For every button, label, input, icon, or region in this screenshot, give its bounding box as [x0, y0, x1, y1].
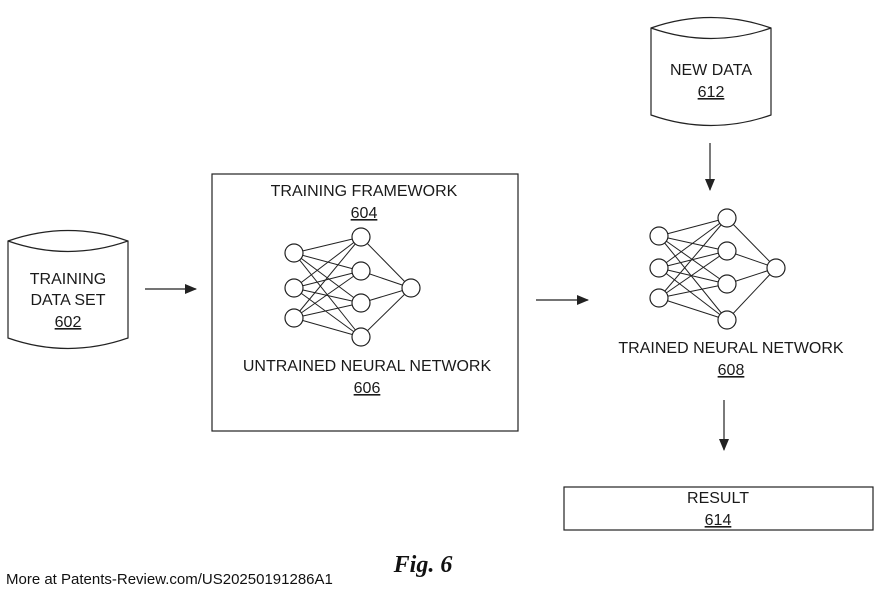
network-connection [658, 235, 728, 321]
new-data-cylinder: NEW DATA 612 [650, 16, 772, 127]
network-node [717, 208, 737, 228]
network-connection [360, 236, 412, 289]
trained-network-label: TRAINED NEURAL NETWORK [618, 340, 844, 357]
untrained-network-label: UNTRAINED NEURAL NETWORK [243, 358, 492, 375]
network-node [717, 241, 737, 261]
network-connection [658, 250, 728, 299]
network-connection [293, 287, 362, 338]
network-node [284, 308, 304, 328]
network-connection [293, 317, 362, 338]
result-box: RESULT 614 [563, 486, 874, 531]
network-node [351, 261, 371, 281]
network-connection [658, 283, 728, 299]
training-data-label-line2: DATA SET [31, 292, 106, 309]
result-label: RESULT [687, 490, 749, 507]
network-connection [293, 270, 362, 319]
network-node [284, 243, 304, 263]
network-node [351, 327, 371, 347]
network-node [351, 293, 371, 313]
network-connection [293, 236, 362, 289]
network-node [649, 226, 669, 246]
untrained-neural-network-graphic [284, 227, 421, 347]
trained-network-ref: 608 [718, 362, 745, 379]
network-node [649, 288, 669, 308]
network-node [766, 258, 786, 278]
network-connection [658, 267, 728, 285]
new-data-ref: 612 [698, 84, 725, 101]
untrained-network-ref: 606 [354, 380, 381, 397]
network-connection [293, 236, 362, 319]
network-connection [658, 297, 728, 321]
trained-neural-network-graphic [649, 208, 786, 330]
network-connection [293, 302, 362, 319]
source-footer: More at Patents-Review.com/US20250191286… [6, 571, 333, 588]
network-connection [726, 267, 777, 321]
network-connection [658, 217, 728, 269]
network-node [401, 278, 421, 298]
network-connection [293, 236, 362, 254]
network-connection [360, 287, 412, 338]
training-data-label-line1: TRAINING [30, 271, 106, 288]
network-node [717, 310, 737, 330]
network-connection [293, 270, 362, 289]
network-connection [658, 217, 728, 299]
network-node [717, 274, 737, 294]
network-node [351, 227, 371, 247]
training-framework-box: TRAINING FRAMEWORK 604 UNTRAINED NEURAL … [211, 173, 519, 432]
network-connection [726, 217, 777, 269]
network-connection [293, 287, 362, 304]
network-connection [658, 217, 728, 237]
figure-caption: Fig. 6 [393, 552, 453, 578]
network-node [284, 278, 304, 298]
result-ref: 614 [705, 512, 732, 529]
training-framework-ref: 604 [351, 205, 378, 222]
training-framework-label: TRAINING FRAMEWORK [271, 183, 458, 200]
network-node [649, 258, 669, 278]
new-data-label: NEW DATA [670, 62, 752, 79]
training-data-ref: 602 [55, 314, 82, 331]
network-connection [658, 250, 728, 269]
training-data-set-cylinder: TRAINING DATA SET 602 [7, 229, 129, 350]
network-connection [658, 267, 728, 321]
